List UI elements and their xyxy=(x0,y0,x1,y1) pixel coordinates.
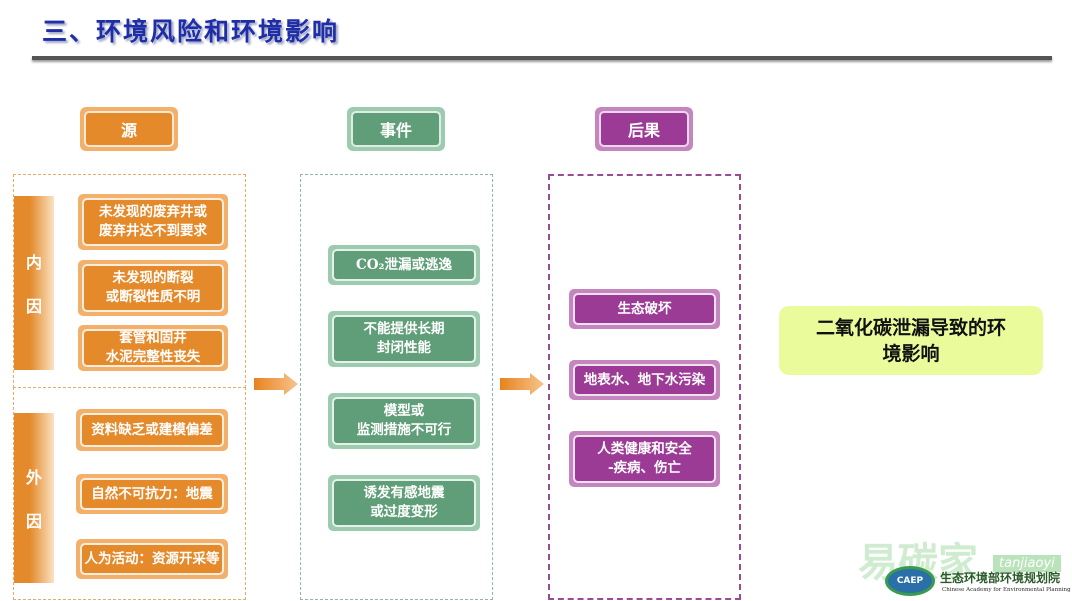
source-header-label: 源 xyxy=(84,111,174,147)
item-text: 诱发有感地震 或过度变形 xyxy=(332,479,476,527)
watermark-tag: tanjiaoyi xyxy=(993,555,1061,572)
item-text: 不能提供长期 封闭性能 xyxy=(332,315,476,363)
source-external-item: 自然不可抗力：地震 xyxy=(76,474,228,514)
source-header: 源 xyxy=(80,107,178,151)
source-internal-item: 未发现的断裂 或断裂性质不明 xyxy=(78,260,228,316)
item-text: 未发现的断裂 或断裂性质不明 xyxy=(82,264,224,312)
item-text: 人类健康和安全 -疾病、伤亡 xyxy=(573,435,716,483)
caep-logo-icon: CAEP xyxy=(885,566,935,596)
item-text: 生态破坏 xyxy=(573,293,716,325)
external-label-top: 外 xyxy=(25,468,42,487)
event-item: CO₂泄漏或逃逸 xyxy=(328,245,480,285)
consequence-item: 地表水、地下水污染 xyxy=(569,360,720,400)
item-text: CO₂泄漏或逃逸 xyxy=(332,249,476,281)
consequence-group xyxy=(548,174,741,600)
internal-causes-label: 内 因 xyxy=(14,196,54,370)
internal-causes-group xyxy=(13,174,246,388)
external-causes-label: 外 因 xyxy=(14,413,54,583)
event-item: 诱发有感地震 或过度变形 xyxy=(328,475,480,531)
item-text: 地表水、地下水污染 xyxy=(573,364,716,396)
page-title: 三、环境风险和环境影响 xyxy=(42,17,340,46)
source-internal-item: 未发现的废弃井或 废弃井达不到要求 xyxy=(78,194,228,250)
event-item: 不能提供长期 封闭性能 xyxy=(328,311,480,367)
external-label-bottom: 因 xyxy=(25,512,42,531)
item-text: 模型或 监测措施不可行 xyxy=(332,397,476,445)
internal-label-top: 内 xyxy=(25,253,42,272)
environmental-impact-result: 二氧化碳泄漏导致的环 境影响 xyxy=(779,306,1043,375)
item-text: 自然不可抗力：地震 xyxy=(80,478,224,510)
event-group xyxy=(300,174,493,600)
org-name-en: Chinese Academy for Environmental Planni… xyxy=(942,587,1071,593)
event-header-label: 事件 xyxy=(351,111,441,147)
org-name: 生态环境部环境规划院 xyxy=(940,571,1061,585)
consequence-header: 后果 xyxy=(595,107,693,151)
event-item: 模型或 监测措施不可行 xyxy=(328,393,480,449)
consequence-header-label: 后果 xyxy=(599,111,689,147)
item-text: 人为活动：资源开采等 xyxy=(80,543,224,575)
internal-label-bottom: 因 xyxy=(25,297,42,316)
consequence-item: 人类健康和安全 -疾病、伤亡 xyxy=(569,431,720,487)
arrow-right-icon xyxy=(500,373,544,395)
item-text: 套管和固井 水泥完整性丧失 xyxy=(82,329,224,367)
item-text: 未发现的废弃井或 废弃井达不到要求 xyxy=(82,198,224,246)
consequence-item: 生态破坏 xyxy=(569,289,720,329)
source-internal-item: 套管和固井 水泥完整性丧失 xyxy=(78,325,228,371)
title-divider xyxy=(32,56,1052,60)
source-external-item: 人为活动：资源开采等 xyxy=(76,539,228,579)
source-external-item: 资料缺乏或建模偏差 xyxy=(76,409,228,451)
arrow-right-icon xyxy=(254,373,298,395)
item-text: 资料缺乏或建模偏差 xyxy=(80,413,224,447)
external-causes-group xyxy=(13,387,246,600)
event-header: 事件 xyxy=(347,107,445,151)
